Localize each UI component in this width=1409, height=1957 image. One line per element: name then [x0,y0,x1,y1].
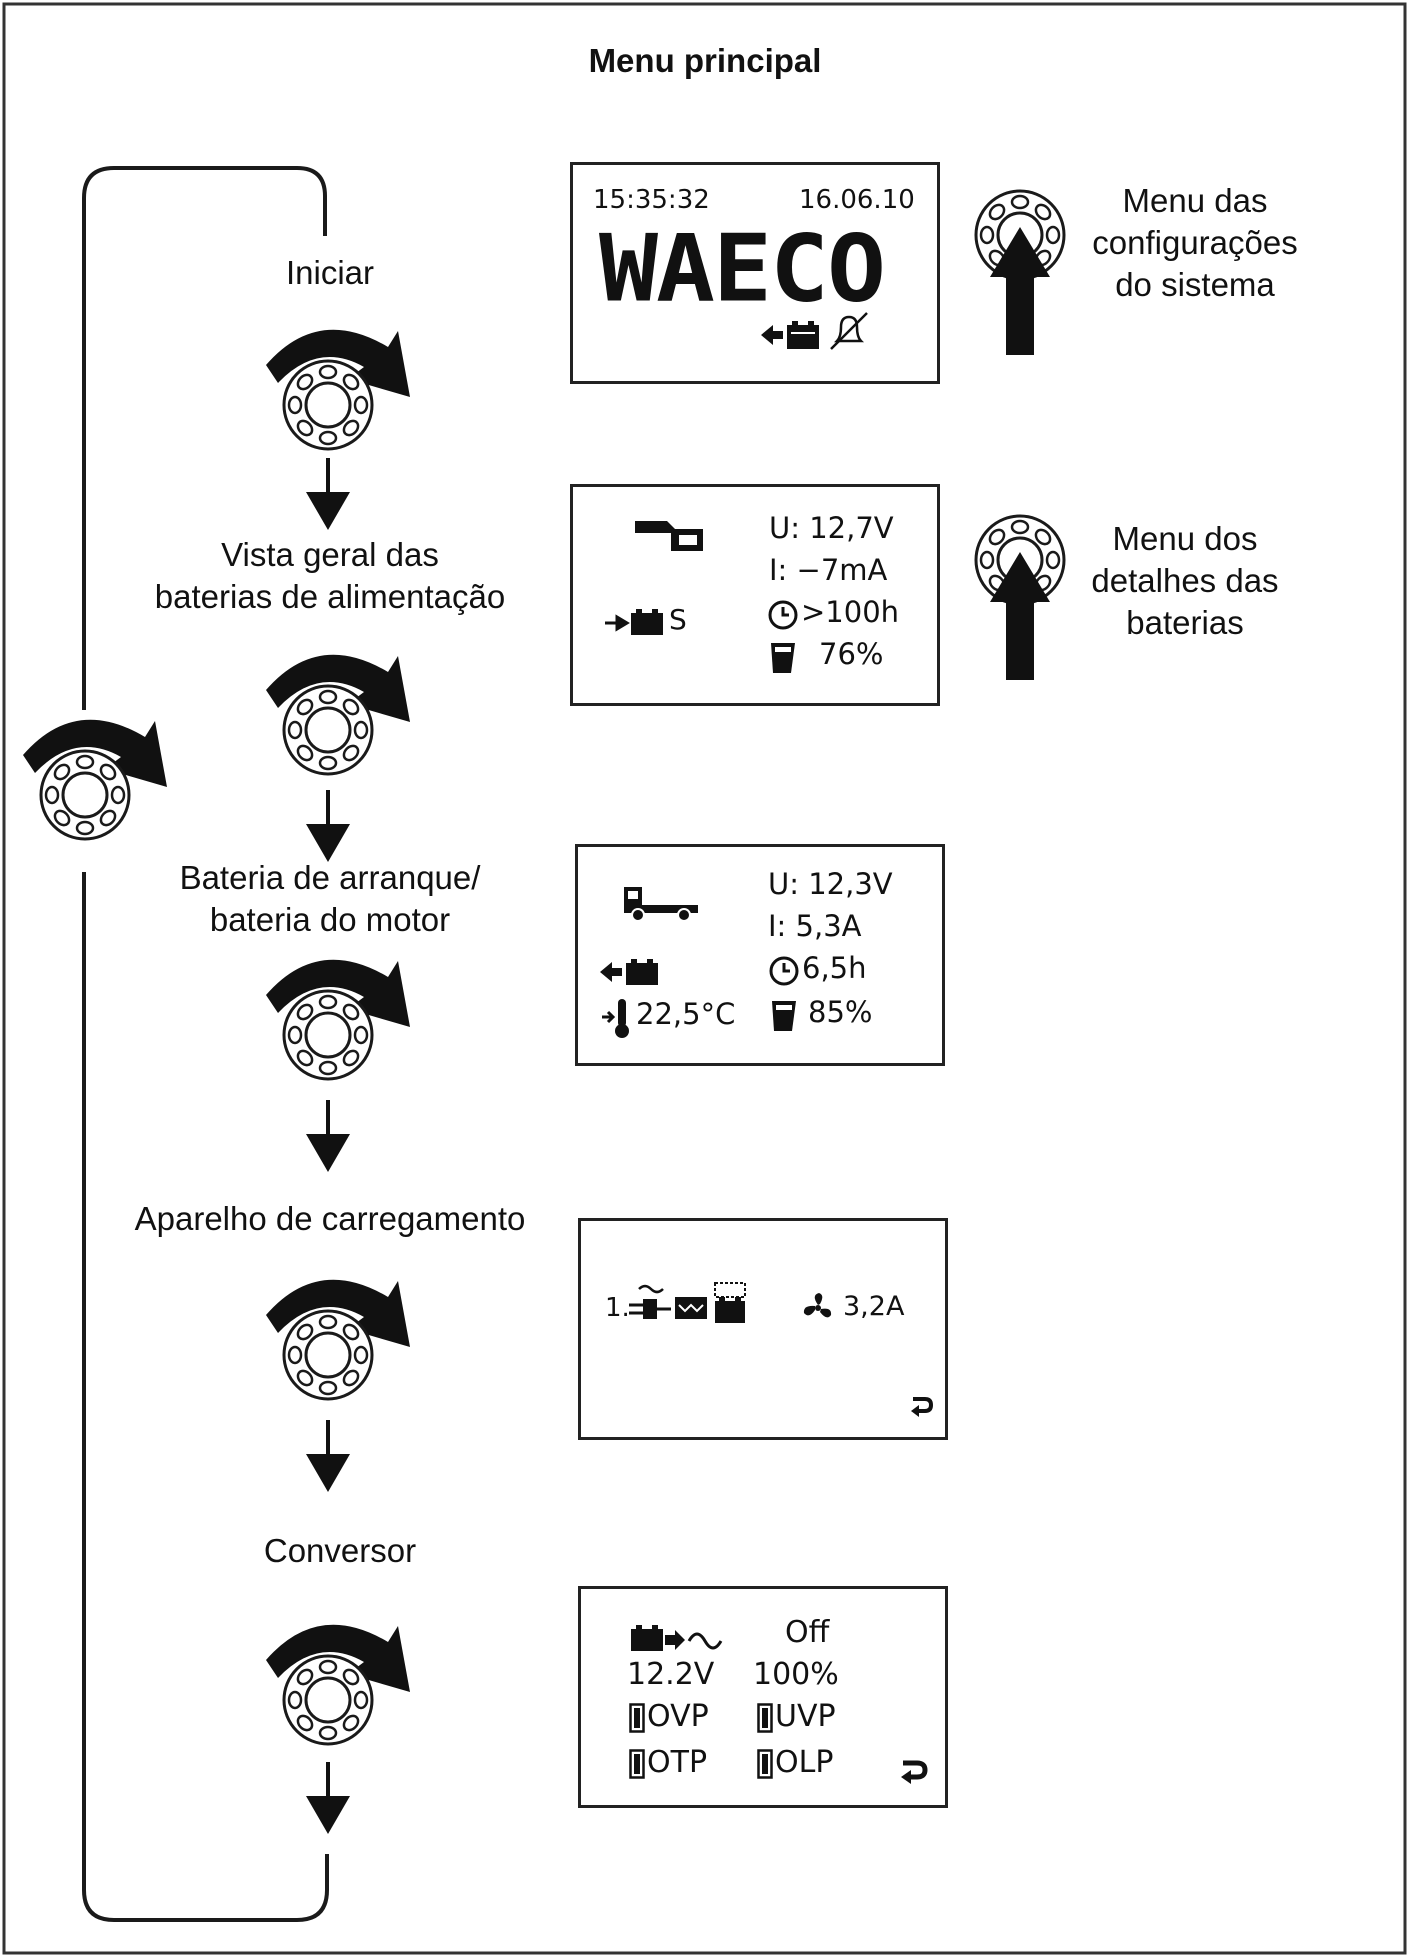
label-line: do sistema [1115,266,1275,303]
label-line: bateria do motor [209,901,451,938]
time-left-value: 6,5h [802,951,867,985]
thermometer-icon [602,999,629,1038]
label-line: Aparelho de carregamento [134,1200,526,1237]
fuel-gauge-icon [772,1001,796,1031]
system-settings-button[interactable] [974,189,1066,355]
loop-connector [82,166,329,1922]
knob-inverter[interactable] [266,1624,410,1746]
diagram-title: Menu principal [588,42,822,79]
plug-icon [629,1284,671,1319]
lcd-inverter: Off 12.2V 100% OVP UVP OTP OLP [578,1586,948,1808]
label-line: Bateria de arranque/ [179,859,481,896]
caravan-icon [635,521,703,551]
step-label-charger: Aparelho de carregamento [100,1198,560,1240]
knob-service-batteries[interactable] [266,654,410,776]
battery-arrow-icon [605,609,663,635]
rotary-knob-icon [282,1654,374,1746]
flag-uvp: UVP [775,1699,836,1734]
label-line: configurações [1092,224,1298,261]
label-line: Conversor [263,1532,417,1569]
indicator-icon [629,1703,645,1733]
voltage-value: U: 12,7V [769,511,894,545]
down-arrow-icon [304,1098,352,1174]
battery-status: S [669,603,687,636]
indicator-icon [757,1749,773,1779]
fan-icon [803,1293,832,1318]
lcd-time: 15:35:32 [593,185,710,215]
loop-knob[interactable] [23,719,167,841]
battery-to-ac-icon [631,1625,723,1651]
rotary-knob-icon [282,989,374,1081]
label-line: baterias [1126,604,1244,641]
lcd-service-batteries: S U: 12,7V I: −7mA >100h 76% [570,484,940,706]
lcd-start-screen: 15:35:32 16.06.10 WAECO [570,162,940,384]
knob-starter-battery[interactable] [266,959,410,1081]
flag-olp: OLP [775,1745,834,1780]
step-label-inverter: Conversor [180,1530,500,1572]
step-label-start: Iniciar [180,252,480,294]
charger-index: 1. [605,1293,630,1323]
knob-start[interactable] [266,329,410,451]
down-arrow-icon [304,1760,352,1836]
label-system-settings: Menu das configurações do sistema [1070,180,1320,306]
time-left-value: >100h [801,595,900,629]
inverter-percent: 100% [753,1657,839,1692]
down-arrow-icon [304,788,352,864]
temperature-value: 22,5°C [636,997,736,1031]
battery-arrow-icon [600,959,658,985]
battery-arrow-icon [761,321,819,349]
current-value: I: −7mA [769,553,888,587]
step-label-starter-battery: Bateria de arranque/ bateria do motor [120,857,540,941]
lcd-starter-battery: 22,5°C U: 12,3V I: 5,3A 6,5h 85% [575,844,945,1066]
waeco-logo: WAECO [599,215,886,324]
truck-icon [624,887,698,922]
label-line: Iniciar [285,254,375,291]
clock-icon [769,956,799,986]
rotary-knob-icon [282,1309,374,1401]
inverter-voltage: 12.2V [627,1657,715,1692]
label-line: Menu das [1122,182,1268,219]
label-line: baterias de alimentação [154,578,506,615]
flag-otp: OTP [647,1745,708,1780]
rotary-knob-icon [282,359,374,451]
label-line: Menu dos [1112,520,1258,557]
battery-icon [714,1282,746,1323]
lcd-charger: 1. 3,2A [578,1218,948,1440]
battery-details-button[interactable] [974,514,1066,680]
return-icon [911,1397,934,1417]
flag-ovp: OVP [647,1699,709,1734]
down-arrow-icon [304,456,352,532]
label-line: Vista geral das [221,536,439,573]
bell-off-icon [830,312,868,350]
inverter-state: Off [785,1615,830,1650]
indicator-icon [629,1749,645,1779]
return-icon [901,1760,928,1784]
current-value: I: 5,3A [768,909,862,943]
down-arrow-icon [304,1418,352,1494]
charge-value: 76% [819,637,884,671]
rotary-knob-icon [282,684,374,776]
charger-current: 3,2A [843,1291,905,1322]
indicator-icon [757,1703,773,1733]
voltage-value: U: 12,3V [768,867,893,901]
clock-icon [768,600,798,630]
label-battery-details: Menu dos detalhes das baterias [1060,518,1310,644]
label-line: detalhes das [1091,562,1279,599]
battery-icon [675,1297,707,1319]
step-label-service-batteries: Vista geral das baterias de alimentação [120,534,540,618]
lcd-date: 16.06.10 [799,185,915,215]
knob-charger[interactable] [266,1279,410,1401]
fuel-gauge-icon [771,643,795,673]
charge-value: 85% [808,995,873,1029]
rotary-knob-icon [39,749,131,841]
